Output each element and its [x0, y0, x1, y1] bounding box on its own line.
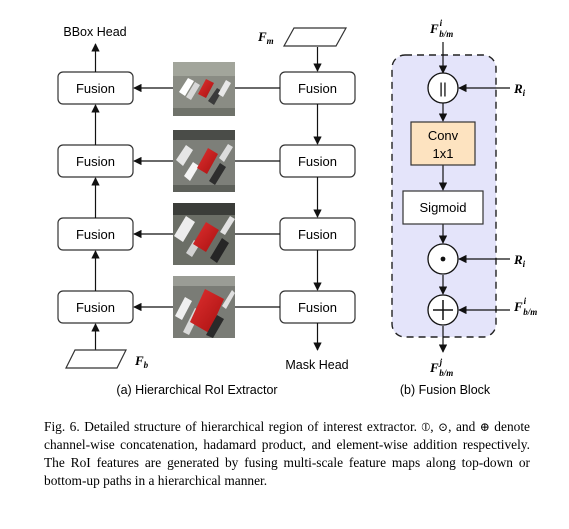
roi-thumbnail-3: [173, 203, 235, 265]
fm-label: Fm: [257, 29, 274, 46]
hadamard-symbol-icon: ⊙: [438, 420, 449, 434]
sigmoid-label: Sigmoid: [420, 200, 467, 215]
caption-prefix: Fig. 6. Detailed structure of hierarchic…: [44, 419, 418, 434]
roi-thumbnail-2: [173, 130, 235, 192]
left-fusion-label-2: Fusion: [76, 154, 115, 169]
ri-label-top: Ri: [513, 81, 526, 98]
roi-thumbnail-4: [173, 276, 235, 338]
right-fusion-label-3: Fusion: [298, 227, 337, 242]
sigmoid-box: [402, 190, 484, 225]
subcaption-b: (b) Fusion Block: [400, 383, 491, 397]
left-fusion-label-3: Fusion: [76, 227, 115, 242]
concat-symbol: ||: [439, 81, 447, 98]
hierarchical-roi-extractor: BBox Head Fusion Fusion Fusion Fusion Fb: [57, 25, 356, 397]
right-fusion-label-4: Fusion: [298, 300, 337, 315]
mask-head-label: Mask Head: [285, 358, 348, 372]
left-fusion-column: Fusion Fusion Fusion Fusion: [57, 71, 134, 324]
right-fusion-label-1: Fusion: [298, 81, 337, 96]
caption-rest: denote channel-wise concatenation, hadam…: [44, 419, 530, 488]
bbox-head-label: BBox Head: [63, 25, 126, 39]
caption-sep-2: , and: [448, 419, 476, 434]
conv-label-line2: 1x1: [433, 146, 454, 161]
ri-label-mid: Ri: [513, 252, 526, 269]
concat-circle-icon: [427, 72, 459, 104]
fb-feature-map: [65, 349, 127, 369]
figure-caption: Fig. 6. Detailed structure of hierarchic…: [44, 418, 530, 490]
conv-label-line1: Conv: [428, 128, 459, 143]
subcaption-a: (a) Hierarchical RoI Extractor: [116, 383, 277, 397]
roi-thumbnail-1: [173, 62, 235, 116]
horizontal-arrows: [133, 83, 280, 312]
fusion-block-arrows: [438, 42, 510, 353]
conv-1x1-box: [410, 121, 476, 166]
hadamard-dot: [440, 256, 446, 262]
left-fusion-label-4: Fusion: [76, 300, 115, 315]
left-fusion-label-1: Fusion: [76, 81, 115, 96]
add-symbol-icon: ⊕: [479, 420, 490, 434]
caption-sep-1: ,: [430, 419, 439, 434]
concat-symbol-icon: ⦶: [421, 420, 431, 434]
fb-label: Fb: [134, 353, 149, 370]
right-fusion-column: Fusion Fusion Fusion Fusion: [279, 71, 356, 324]
right-fusion-label-2: Fusion: [298, 154, 337, 169]
fm-feature-map: [282, 27, 348, 47]
